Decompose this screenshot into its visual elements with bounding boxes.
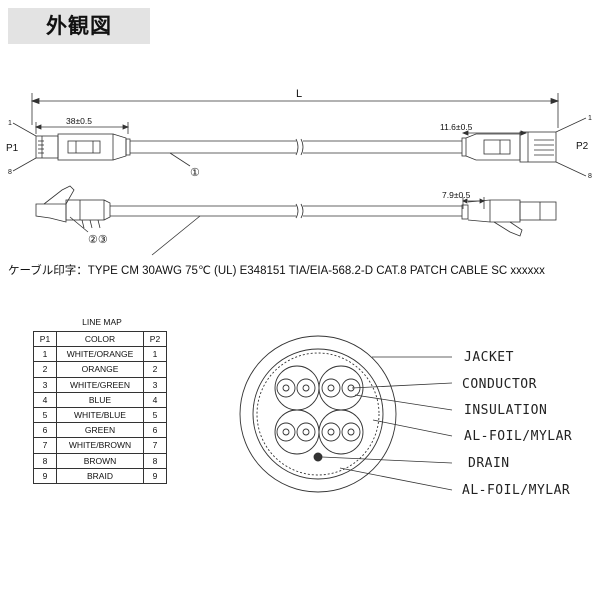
cell-p1: 8 bbox=[33, 452, 57, 469]
header-p1: P1 bbox=[33, 330, 57, 348]
label-al-foil-2: AL-FOIL/MYLAR bbox=[462, 483, 570, 498]
cable-print-text: ケーブル印字：TYPE CM 30AWG 75℃ (UL) E348151 TI… bbox=[8, 265, 545, 277]
cell-p1: 4 bbox=[33, 391, 57, 408]
right-plug-side bbox=[461, 199, 557, 237]
cell-color: BLUE bbox=[56, 391, 144, 408]
jacket-outer-ring bbox=[239, 335, 397, 493]
label-drain: DRAIN bbox=[468, 456, 510, 471]
pin8-right-label: 8 bbox=[588, 173, 592, 180]
cell-p1: 7 bbox=[33, 437, 57, 454]
cell-p2: 6 bbox=[143, 422, 167, 439]
boot-dimension bbox=[34, 122, 130, 134]
header-p2: P2 bbox=[143, 330, 167, 348]
cell-p1: 6 bbox=[33, 422, 57, 439]
cell-p2: 5 bbox=[143, 406, 167, 424]
cell-color: WHITE/BLUE bbox=[56, 406, 144, 424]
cell-p2: 8 bbox=[143, 452, 167, 469]
left-plug-side bbox=[35, 185, 111, 233]
pin-p2-label: P2 bbox=[576, 141, 589, 152]
cell-p2: 4 bbox=[143, 391, 167, 408]
label-al-foil-1: AL-FOIL/MYLAR bbox=[464, 429, 572, 444]
cell-p2: 3 bbox=[143, 376, 167, 393]
drain-wire bbox=[313, 452, 323, 462]
page-title: 外観図 bbox=[46, 14, 112, 38]
boot-dim-label: 38±0.5 bbox=[66, 116, 92, 126]
length-label: L bbox=[296, 88, 302, 100]
braid-ring bbox=[256, 352, 380, 476]
pair-top-left bbox=[274, 365, 320, 411]
right-plug-top bbox=[461, 117, 587, 177]
left-plug-top bbox=[12, 122, 131, 172]
cell-p2: 2 bbox=[143, 361, 167, 378]
cell-p1: 2 bbox=[33, 361, 57, 378]
cable-cross-section bbox=[239, 335, 453, 493]
cell-color: WHITE/GREEN bbox=[56, 376, 144, 393]
label-insulation: INSULATION bbox=[464, 403, 547, 418]
cell-p1: 9 bbox=[33, 467, 57, 484]
cell-color: BROWN bbox=[56, 452, 144, 469]
leader-lines bbox=[321, 356, 453, 491]
pair-bottom-right bbox=[318, 409, 364, 455]
label-jacket: JACKET bbox=[464, 350, 514, 365]
cell-p2: 1 bbox=[143, 346, 167, 363]
foil-ring bbox=[252, 348, 384, 480]
pin1-left-label: 1 bbox=[8, 120, 12, 127]
title-banner: 外観図 bbox=[8, 8, 150, 44]
line-map-title: LINE MAP bbox=[82, 317, 122, 327]
cable-side bbox=[110, 203, 462, 256]
cell-color: BRAID bbox=[56, 467, 144, 484]
pin1-right-label: 1 bbox=[588, 115, 592, 122]
header-color: COLOR bbox=[56, 330, 144, 348]
cable-callout: ① bbox=[190, 167, 200, 179]
cell-p1: 5 bbox=[33, 406, 57, 424]
cell-p2: 7 bbox=[143, 437, 167, 454]
line-map-header-row: P1 COLOR P2 bbox=[33, 330, 167, 348]
cell-p1: 1 bbox=[33, 346, 57, 363]
label-conductor: CONDUCTOR bbox=[462, 377, 537, 392]
pin-p1-label: P1 bbox=[6, 143, 19, 154]
right-top-dim-label: 11.6±0.5 bbox=[440, 122, 473, 132]
cell-color: WHITE/ORANGE bbox=[56, 346, 144, 363]
cable-top bbox=[130, 138, 462, 167]
plug-callout: ②③ bbox=[88, 234, 108, 246]
pin8-left-label: 8 bbox=[8, 169, 12, 176]
right-bottom-dim-label: 7.9±0.5 bbox=[442, 190, 471, 200]
length-dimension bbox=[30, 93, 560, 128]
cell-color: ORANGE bbox=[56, 361, 144, 378]
cell-p1: 3 bbox=[33, 376, 57, 393]
cell-color: WHITE/BROWN bbox=[56, 437, 144, 454]
cell-p2: 9 bbox=[143, 467, 167, 484]
pair-bottom-left bbox=[274, 409, 320, 455]
cell-color: GREEN bbox=[56, 422, 144, 439]
